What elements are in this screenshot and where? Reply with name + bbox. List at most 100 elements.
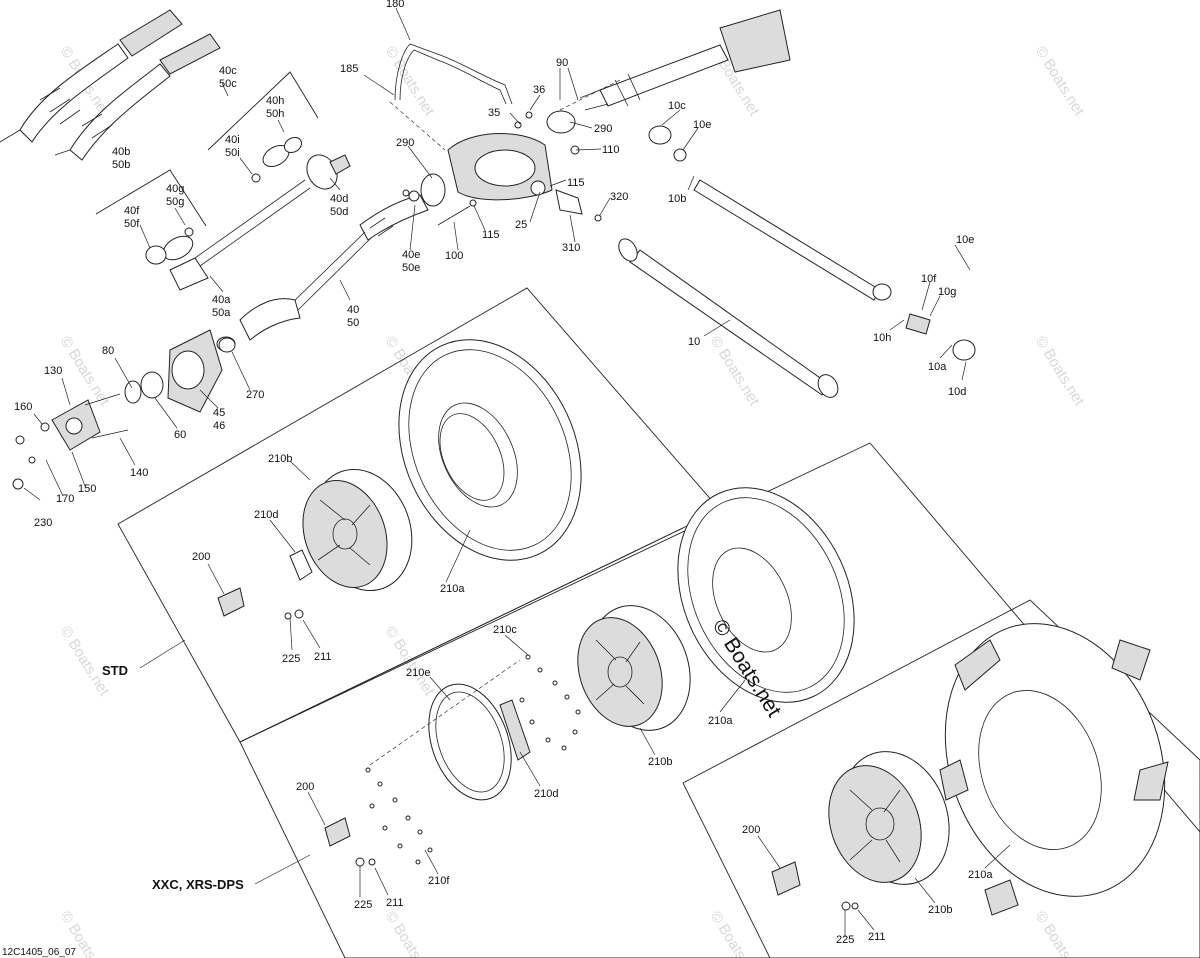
callout-10f: 10f	[921, 273, 937, 285]
callout-50d: 50d	[330, 206, 348, 218]
callout-40i: 40i	[225, 134, 240, 146]
callout-50i: 50i	[225, 147, 240, 159]
callout-40d: 40d	[330, 193, 348, 205]
half-shaft-upper	[0, 9, 183, 143]
callout-225-xxc: 225	[354, 899, 372, 911]
callout-211-xxc: 211	[386, 897, 404, 909]
callout-10e: 10e	[956, 234, 974, 246]
callout-50c: 50c	[219, 78, 237, 90]
half-shaft-40	[216, 190, 429, 352]
group-label-std: STD	[102, 663, 128, 678]
callout-211-std: 211	[314, 651, 332, 663]
callout-210a-xxc: 210a	[708, 715, 733, 727]
watermark-tile: © Boats.net	[1032, 333, 1089, 409]
leader-lines	[23, 7, 1011, 937]
callout-40e: 40e	[402, 249, 420, 261]
callout-60: 60	[174, 429, 186, 441]
callout-115-right: 115	[567, 177, 585, 189]
callout-225-right: 225	[836, 934, 854, 946]
xxc-wheel	[577, 605, 691, 731]
callout-115-lower: 115	[482, 229, 500, 241]
beadlock-ring	[428, 683, 531, 801]
std-label-leader	[139, 639, 186, 669]
callout-211-right: 211	[868, 931, 886, 943]
mud-wheel	[771, 751, 950, 911]
callout-90: 90	[556, 57, 568, 69]
callout-10h: 10h	[873, 332, 891, 344]
callout-10g: 10g	[938, 286, 956, 298]
bracket-40b	[95, 169, 207, 227]
std-wheel	[217, 468, 413, 620]
mud-tire	[939, 623, 1169, 916]
callout-150: 150	[78, 483, 96, 495]
callout-210a-std: 210a	[440, 583, 465, 595]
xxc-label-leader	[254, 854, 311, 885]
callout-210f: 210f	[428, 875, 450, 887]
callout-270: 270	[246, 389, 264, 401]
callout-200-right: 200	[742, 824, 760, 836]
callout-230: 230	[34, 517, 52, 529]
callout-40h: 40h	[266, 95, 284, 107]
callout-185: 185	[340, 63, 358, 75]
callout-170: 170	[56, 493, 74, 505]
callout-130: 130	[44, 365, 62, 377]
callout-40: 40	[347, 304, 359, 316]
callout-225-std: 225	[282, 653, 300, 665]
xxc-tire	[677, 487, 855, 703]
callout-labels: 180 185 90 36 35 290 290 110 115 320 25 …	[14, 0, 993, 946]
watermark-tile: © Boats.net	[1032, 43, 1089, 119]
callout-40a: 40a	[212, 294, 231, 306]
beadlock-bolts	[365, 654, 581, 865]
callout-210b-xxc: 210b	[648, 756, 672, 768]
callout-80: 80	[102, 345, 114, 357]
group-label-xxc: XXC, XRS-DPS	[152, 877, 244, 892]
callout-10e-upper: 10e	[693, 119, 711, 131]
callout-210b-right: 210b	[928, 904, 952, 916]
prop-shaft-front	[579, 9, 791, 111]
callout-10a: 10a	[928, 361, 947, 373]
callout-290-lower: 290	[396, 137, 414, 149]
callout-140: 140	[130, 467, 148, 479]
callout-210c: 210c	[493, 624, 517, 636]
callout-310: 310	[562, 242, 580, 254]
callout-50b: 50b	[112, 159, 130, 171]
callout-50f: 50f	[124, 218, 140, 230]
callout-180: 180	[386, 0, 404, 10]
callout-45: 45	[213, 407, 225, 419]
callout-210d-xxc: 210d	[534, 788, 558, 800]
callout-50: 50	[347, 317, 359, 329]
watermark-tile: © Boats.net	[707, 908, 764, 958]
hub-knuckle-assembly	[12, 329, 236, 490]
callout-210b-std: 210b	[268, 453, 292, 465]
callout-40f: 40f	[124, 205, 140, 217]
callout-35: 35	[488, 107, 500, 119]
inner-shaft-40d	[145, 136, 351, 291]
callout-46: 46	[213, 420, 225, 432]
callout-50g: 50g	[166, 196, 184, 208]
callout-10b: 10b	[668, 193, 686, 205]
bracket-40c	[207, 71, 319, 151]
callout-10c: 10c	[668, 100, 686, 112]
callout-200-std: 200	[192, 551, 210, 563]
vent-hose	[394, 43, 513, 105]
xxc-hub-cap	[324, 817, 376, 867]
vent-hose-outline	[399, 49, 507, 105]
callout-320: 320	[610, 191, 628, 203]
callout-40c: 40c	[219, 65, 237, 77]
watermark-tile: © Boats.net	[57, 623, 114, 699]
half-shaft-lower	[54, 33, 221, 161]
callout-50e: 50e	[402, 262, 420, 274]
callout-110: 110	[602, 144, 620, 156]
callout-210e: 210e	[406, 667, 430, 679]
callout-10d: 10d	[948, 386, 966, 398]
watermark-tile: © Boats.net	[382, 43, 439, 119]
watermark-tile: © Boats.net	[382, 908, 439, 958]
prop-shaft-rear	[618, 125, 976, 398]
std-xxc-divider	[239, 527, 684, 743]
callout-40b: 40b	[112, 146, 130, 158]
right-wheel-frame	[682, 599, 1200, 958]
callout-210a-right: 210a	[968, 869, 993, 881]
callout-40g: 40g	[166, 183, 184, 195]
callout-50a: 50a	[212, 307, 231, 319]
